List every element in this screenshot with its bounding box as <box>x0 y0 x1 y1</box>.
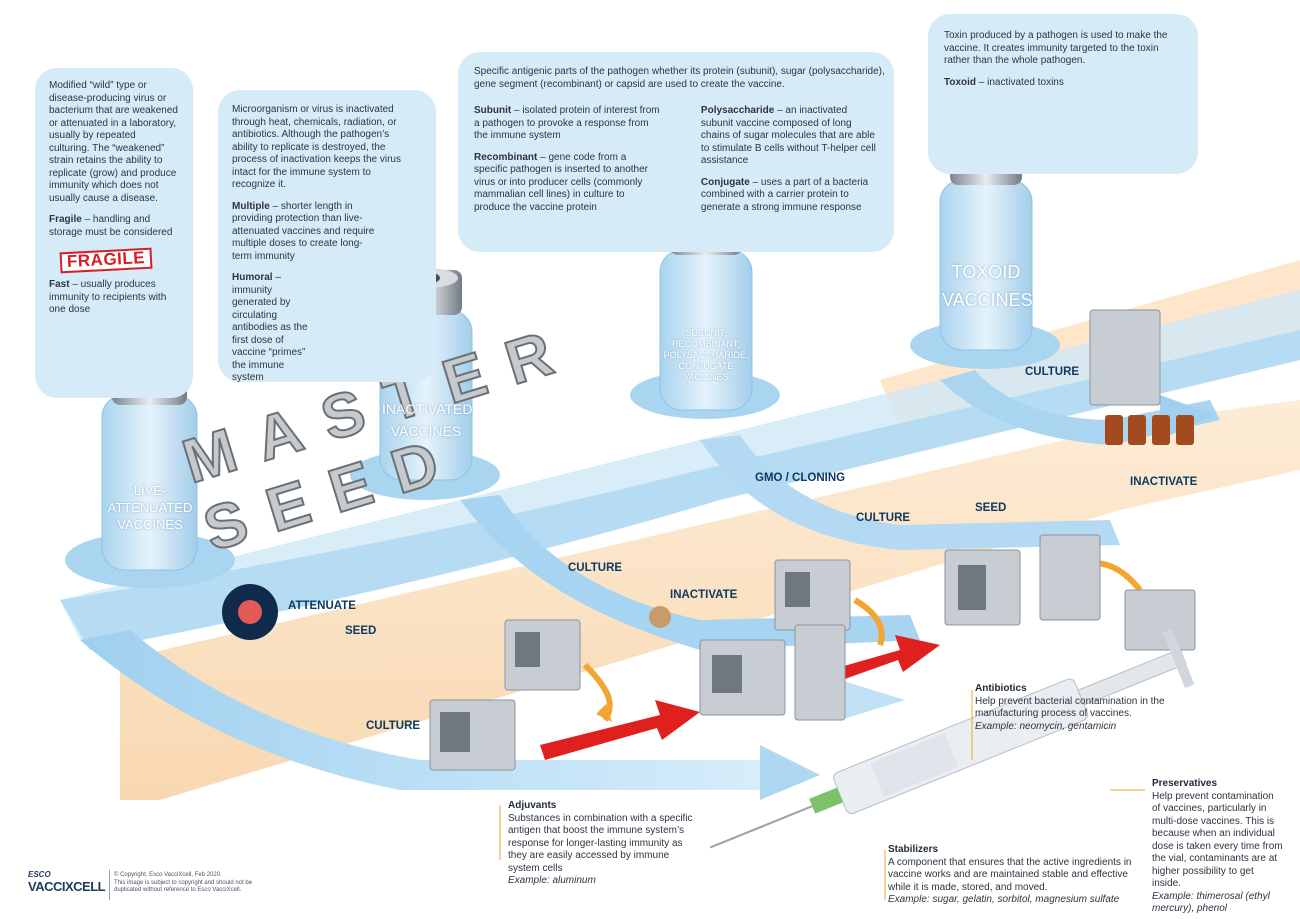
step-culture-4: CULTURE <box>1025 366 1080 378</box>
fragile-stamp-icon: FRAGILE <box>59 247 153 273</box>
step-attenuate: ATTENUATE <box>288 600 356 612</box>
footer-divider <box>109 870 110 900</box>
vial-label-inactivated: INACTIVATED VACCINES <box>382 401 473 439</box>
toxoid-intro: Toxin produced by a pathogen is used to … <box>944 30 1168 66</box>
step-seed-3: SEED <box>975 502 1007 514</box>
note-stabilizers: Stabilizers A component that ensures tha… <box>888 844 1133 907</box>
antibiotics-desc: Help prevent bacterial contamination in … <box>975 695 1165 720</box>
live-attenuated-info: Modified “wild” type or disease-producin… <box>35 68 193 398</box>
vial-label-toxoid: TOXOID VACCINES <box>942 262 1033 310</box>
logo-vaccixcell: VACCIXCELL <box>28 879 106 894</box>
inactivated-multiple-text: Multiple – shorter length in providing p… <box>232 200 375 262</box>
note-adjuvants: Adjuvants Substances in combination with… <box>508 800 693 888</box>
note-preservatives: Preservatives Help prevent contamination… <box>1152 778 1284 916</box>
live-fragile-text: Fragile – handling and storage must be c… <box>49 214 173 238</box>
subunit-conjugate-text: Conjugate – uses a part of a bacteria co… <box>700 176 869 213</box>
step-seed-1: SEED <box>345 625 377 637</box>
stabilizers-example: Example: sugar, gelatin, sorbitol, magne… <box>888 894 1120 905</box>
stabilizers-title: Stabilizers <box>888 844 939 855</box>
inactivated-info: Microorganism or virus is inactivated th… <box>218 90 436 383</box>
logo-esco: ESCO <box>28 870 51 879</box>
preservatives-example: Example: thimerosal (ethyl mercury), phe… <box>1152 890 1270 915</box>
step-gmo-cloning: GMO / CLONING <box>755 472 846 484</box>
step-culture-2: CULTURE <box>568 562 623 574</box>
vaccixcell-logo: ESCO VACCIXCELL <box>28 870 108 894</box>
subunit-intro: Specific antigenic parts of the pathogen… <box>474 66 885 90</box>
note-antibiotics: Antibiotics Help prevent bacterial conta… <box>975 683 1175 733</box>
subunit-polysaccharide-text: Polysaccharide – an inactivated subunit … <box>700 105 876 166</box>
adjuvants-example: Example: aluminum <box>508 875 596 886</box>
antibiotics-title: Antibiotics <box>975 683 1027 694</box>
toxoid-info: Toxin produced by a pathogen is used to … <box>928 14 1198 174</box>
vial-label-live: LIVE- ATTENUATED VACCINES <box>107 483 193 532</box>
subunit-subunit-text: Subunit – isolated protein of interest f… <box>474 105 660 141</box>
vial-label-subunit: SUBUNIT, RECOMBINANT, POLYSACCHARIDE, CO… <box>663 328 749 382</box>
subunit-info: Specific antigenic parts of the pathogen… <box>458 52 894 252</box>
preservatives-title: Preservatives <box>1152 778 1218 789</box>
copyright-text: © Copyright, Esco VacciXcell, Feb 2020. … <box>114 872 253 893</box>
inactivated-intro: Microorganism or virus is inactivated th… <box>232 104 401 190</box>
step-inactivate-2: INACTIVATE <box>670 589 738 601</box>
live-intro: Modified “wild” type or disease-producin… <box>49 80 178 204</box>
inactivated-humoral-text: Humoral – immunity generated by circulat… <box>232 272 308 383</box>
antibiotics-example: Example: neomycin, gentamicin <box>975 720 1117 732</box>
live-fast-text: Fast – usually produces immunity to reci… <box>49 279 167 315</box>
step-inactivate-4: INACTIVATE <box>1130 476 1198 488</box>
subunit-recombinant-text: Recombinant – gene code from a specific … <box>474 151 648 213</box>
stabilizers-desc: A component that ensures that the active… <box>888 856 1132 893</box>
step-culture-3: CULTURE <box>856 512 911 524</box>
toxoid-toxoid-text: Toxoid – inactivated toxins <box>944 76 1064 88</box>
adjuvants-desc: Substances in combination with a specifi… <box>508 812 693 874</box>
preservatives-desc: Help prevent contamination of vaccines, … <box>1152 790 1283 890</box>
step-culture-1: CULTURE <box>366 720 421 732</box>
adjuvants-title: Adjuvants <box>508 800 557 811</box>
